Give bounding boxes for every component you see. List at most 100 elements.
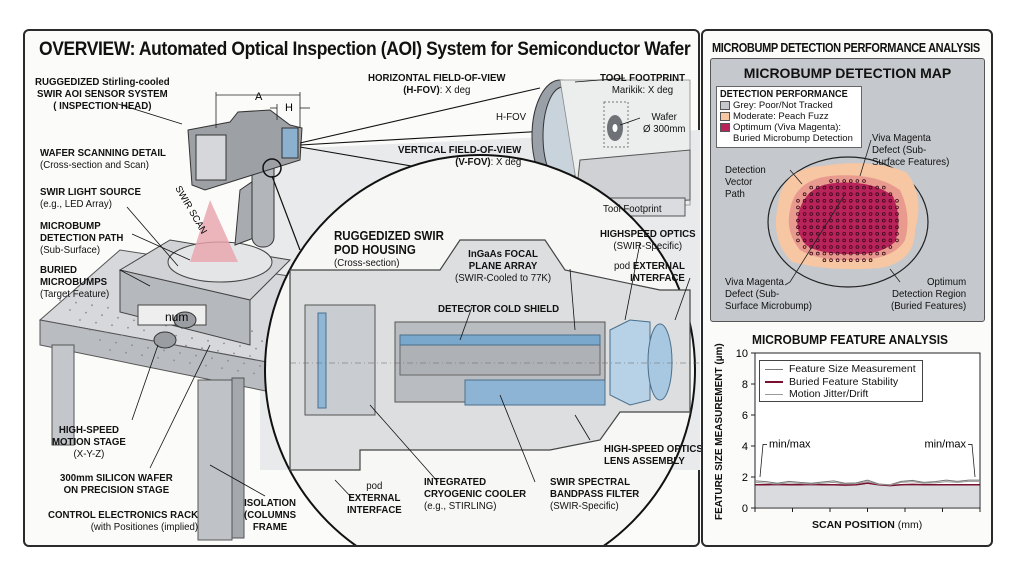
microbump-dot xyxy=(862,258,866,263)
table-hole xyxy=(189,362,191,364)
microbump-dot xyxy=(802,232,807,236)
legend-item-grey: Grey: Poor/Not Tracked xyxy=(720,100,858,111)
microbump-dot xyxy=(842,245,846,249)
microbump-dot xyxy=(881,185,886,190)
callout-leader xyxy=(271,175,301,251)
microbump-dot xyxy=(822,251,827,256)
microbump-dot xyxy=(862,251,866,256)
microbump-dot xyxy=(888,192,893,197)
legend-line xyxy=(765,393,783,395)
label-cryo-cooler: INTEGRATED CRYOGENIC COOLER (e.g., STIRL… xyxy=(424,476,527,512)
label-sensor-system: RUGGEDIZED Stirling-cooled SWIR AOI SENS… xyxy=(35,76,170,112)
microbump-grid xyxy=(796,179,899,263)
table-hole xyxy=(243,362,245,365)
table-hole xyxy=(251,330,253,333)
table-hole xyxy=(91,304,93,307)
microbump-dot xyxy=(862,218,866,223)
sensor-head xyxy=(187,109,303,248)
microbump-dot xyxy=(855,205,860,210)
label-h-fov: HORIZONTAL FIELD-OF-VIEW (H-FOV): X deg xyxy=(368,72,506,96)
table-hole xyxy=(233,352,235,355)
label-highspeed-optics: HIGHSPEED OPTICS (SWIR-Specific) xyxy=(600,228,696,252)
stage-plate-label: num xyxy=(165,310,188,324)
label-light-source: SWIR LIGHT SOURCE (e.g., LED Array) xyxy=(40,186,141,210)
microbump-dot xyxy=(888,238,893,243)
annotation-arrow xyxy=(759,444,767,478)
microbump-dot xyxy=(881,225,886,230)
label-wafer: Wafer Ø 300mm xyxy=(643,111,686,135)
label-tool-footprint-dim: Tool Footprint xyxy=(603,203,662,215)
microbump-dot xyxy=(842,225,846,230)
isolation-column xyxy=(197,379,233,541)
microbump-dot xyxy=(855,258,860,263)
table-hole xyxy=(261,340,263,343)
microbump-dot xyxy=(822,225,827,230)
microbump-dot xyxy=(822,258,827,263)
microbump-dot xyxy=(862,212,866,216)
performance-title: MICROBUMP DETECTION PERFORMANCE ANALYSIS xyxy=(712,41,980,55)
microbump-dot xyxy=(868,238,873,243)
microbump-dot xyxy=(888,212,893,216)
label-control-rack: CONTROL ELECTRONICS RACK (with Positione… xyxy=(48,509,199,533)
microbump-dot xyxy=(815,232,820,236)
microbump-dot xyxy=(862,225,866,230)
microbump-dot xyxy=(835,245,840,249)
annotation-vector-path: Detection Vector Path xyxy=(725,164,766,200)
microbump-dot xyxy=(829,258,833,263)
microbump-dot xyxy=(796,218,800,223)
microbump-dot xyxy=(848,192,853,197)
microbump-dot xyxy=(848,225,853,230)
microbump-dot xyxy=(875,205,879,210)
microbump-dot xyxy=(862,205,866,210)
y-tick-label: 6 xyxy=(742,410,748,422)
microbump-dot xyxy=(895,199,899,203)
microbump-dot xyxy=(822,218,827,223)
microbump-dot xyxy=(796,238,800,243)
microbump-dot xyxy=(895,218,899,223)
microbump-dot xyxy=(842,185,846,190)
microbump-dot xyxy=(895,212,899,216)
microbump-dot xyxy=(835,258,840,263)
table-hole xyxy=(223,342,225,345)
microbump-dot xyxy=(862,179,866,183)
chart-legend-item: Feature Size Measurement xyxy=(765,363,917,376)
y-tick-label: 0 xyxy=(742,503,748,515)
pod-housing-cross-section xyxy=(289,239,700,471)
microbump-dot xyxy=(815,212,820,216)
microbump-dot xyxy=(895,238,899,243)
microbump-dot xyxy=(855,218,860,223)
label-cold-shield: DETECTOR COLD SHIELD xyxy=(438,303,560,315)
microbump-dot xyxy=(868,251,873,256)
microbump-dot xyxy=(888,245,893,249)
microbump-dot xyxy=(881,218,886,223)
microbump-dot xyxy=(842,199,846,203)
chart-legend: Feature Size Measurement Buried Feature … xyxy=(759,360,923,402)
microbump-dot xyxy=(809,212,813,216)
tool-footprint-drawing xyxy=(559,79,691,217)
table-hole xyxy=(75,301,77,304)
microbump-dot xyxy=(888,232,893,236)
microbump-dot xyxy=(829,185,833,190)
microbump-dot xyxy=(875,199,879,203)
microbump-dot xyxy=(802,212,807,216)
microbump-dot xyxy=(829,245,833,249)
microbump-dot xyxy=(862,199,866,203)
microbump-dot xyxy=(809,218,813,223)
microbump-dot xyxy=(868,192,873,197)
series-line-2 xyxy=(755,482,980,487)
microbump-dot xyxy=(809,225,813,230)
label-wafer-scanning: WAFER SCANNING DETAIL (Cross-section and… xyxy=(40,147,166,171)
microbump-dot xyxy=(802,245,807,249)
table-hole xyxy=(125,351,127,354)
dimension-lines xyxy=(215,92,310,128)
label-detection-path: MICROBUMP DETECTION PATH (Sub-Surface) xyxy=(40,220,124,256)
table-hole xyxy=(255,347,257,350)
microbump-dot xyxy=(855,199,860,203)
microbump-dot xyxy=(842,192,846,197)
microbump-dot xyxy=(881,232,886,236)
annotation-defect-top: Viva Magenta Defect (Sub- Surface Featur… xyxy=(872,132,950,168)
label-buried-microbumps: BURIED MICROBUMPS (Target Feature) xyxy=(40,264,110,300)
microbump-dot xyxy=(848,245,853,249)
microbump-dot xyxy=(888,205,893,210)
